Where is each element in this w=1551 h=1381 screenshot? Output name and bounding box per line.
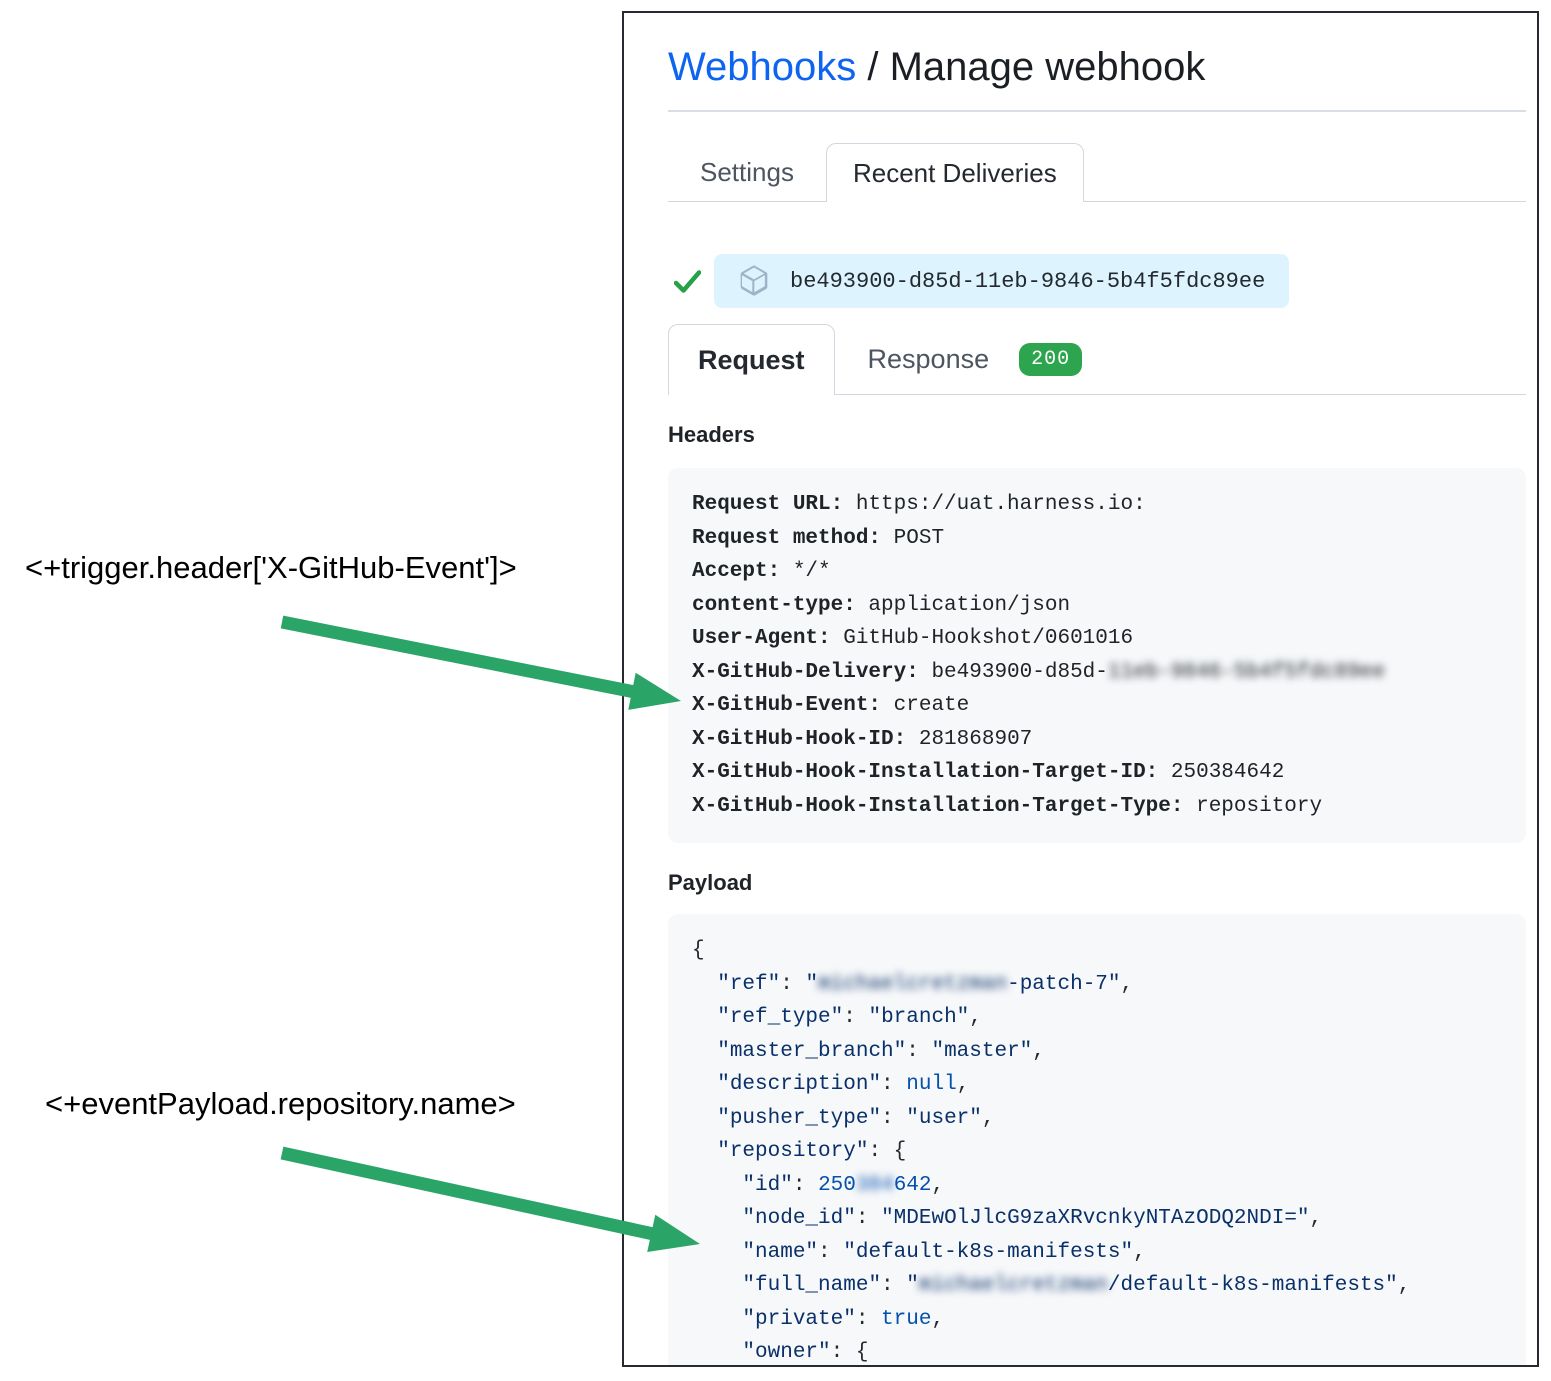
header-row: Request method: POST	[692, 526, 945, 550]
payload-line: "owner": {	[742, 1341, 869, 1364]
webhooks-breadcrumb-link[interactable]: Webhooks	[668, 45, 857, 89]
payload-line: {	[692, 939, 705, 962]
payload-line: "full_name": "michaelcretzman/default-k8…	[742, 1274, 1411, 1297]
success-check-icon	[674, 269, 701, 293]
delivery-row: be493900-d85d-11eb-9846-5b4f5fdc89ee	[668, 254, 1526, 308]
payload-line: "ref": "michaelcretzman-patch-7",	[717, 972, 1134, 996]
header-row: Accept: */*	[692, 560, 831, 583]
trigger-expression-annotation: <+trigger.header['X-GitHub-Event']>	[25, 550, 517, 585]
headers-section-heading: Headers	[668, 422, 755, 447]
header-row: X-GitHub-Hook-Installation-Target-ID: 25…	[692, 761, 1285, 784]
headers-code-block: Request URL: https://uat.harness.io: Requ…	[668, 468, 1526, 843]
response-status-badge: 200	[1019, 342, 1083, 376]
tab-response[interactable]: Response	[835, 324, 1020, 394]
tab-request[interactable]: Request	[668, 324, 835, 396]
page-title: Webhooks / Manage webhook	[668, 43, 1526, 91]
payload-expression-annotation: <+eventPayload.repository.name>	[45, 1086, 516, 1121]
payload-line: "ref_type": "branch",	[717, 1006, 982, 1029]
delivery-guid: be493900-d85d-11eb-9846-5b4f5fdc89ee	[790, 268, 1266, 294]
payload-line: "name": "default-k8s-manifests",	[742, 1240, 1146, 1264]
payload-line: "private": true,	[742, 1307, 945, 1331]
manage-webhook-panel: Webhooks / Manage webhook Settings Recen…	[622, 11, 1539, 1367]
header-row: X-GitHub-Hook-Installation-Target-Type: …	[692, 794, 1323, 818]
payload-line: "node_id": "MDEwOlJlcG9zaXRvcnkyNTAzODQ2…	[742, 1207, 1323, 1230]
header-row: X-GitHub-Hook-ID: 281868907	[692, 727, 1033, 751]
page-title-text: Manage webhook	[889, 45, 1206, 89]
header-row: User-Agent: GitHub-Hookshot/0601016	[692, 627, 1134, 650]
payload-section-heading: Payload	[668, 870, 753, 895]
payload-code-block: { "ref": "michaelcretzman-patch-7", "ref…	[668, 914, 1526, 1365]
delivery-guid-chip[interactable]: be493900-d85d-11eb-9846-5b4f5fdc89ee	[714, 254, 1290, 308]
payload-line: "master_branch": "master",	[717, 1039, 1045, 1063]
tab-recent-deliveries[interactable]: Recent Deliveries	[825, 143, 1084, 203]
request-response-tabs: Request Response 200	[668, 324, 1526, 396]
payload-line: "pusher_type": "user",	[717, 1106, 995, 1130]
payload-line: "repository": {	[717, 1140, 907, 1163]
webhook-tabs: Settings Recent Deliveries	[668, 143, 1526, 203]
header-row: X-GitHub-Delivery: be493900-d85d-11eb-98…	[692, 660, 1386, 684]
breadcrumb-separator: /	[856, 45, 890, 89]
package-icon	[740, 265, 768, 296]
tab-settings[interactable]: Settings	[700, 156, 794, 187]
tab-response-label: Response	[867, 343, 990, 374]
header-row: content-type: application/json	[692, 593, 1071, 617]
title-divider	[668, 110, 1526, 112]
header-row: Request URL: https://uat.harness.io:	[692, 493, 1146, 516]
payload-line: "description": null,	[717, 1073, 970, 1096]
header-row: X-GitHub-Event: create	[692, 694, 970, 717]
payload-line: "id": 250384642,	[742, 1173, 945, 1197]
